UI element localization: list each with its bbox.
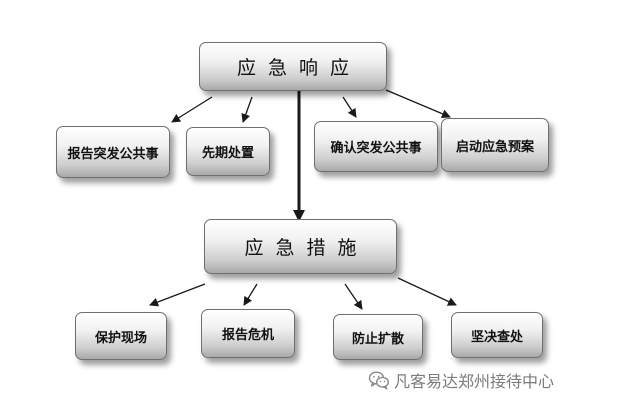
response-step-label: 确认突发公共事: [330, 141, 422, 156]
watermark: 凡客易达郑州接待中心: [368, 368, 554, 392]
response-step-label: 启动应急预案: [455, 139, 534, 155]
arrow-to-report-event: [171, 96, 213, 123]
measure-label: 报告危机: [221, 328, 274, 343]
response-step-label: 先期处置: [201, 146, 254, 161]
wechat-icon: [368, 371, 390, 390]
arrow-to-prevent-spread: [344, 283, 363, 310]
measure-prevent-spread: 防止扩散: [333, 314, 423, 360]
emergency-response-box: 应急响应: [199, 42, 387, 91]
response-step-confirm-event: 确认突发公共事: [314, 121, 438, 172]
arrow-to-investigate: [397, 277, 457, 306]
measure-label: 防止扩散: [351, 331, 404, 347]
arrow-to-initial-handling: [241, 96, 253, 123]
emergency-measures-label: 应急措施: [244, 237, 369, 259]
response-step-activate-plan: 启动应急预案: [441, 118, 549, 172]
response-step-report-event: 报告突发公共事: [56, 126, 170, 178]
measure-label: 保护现场: [94, 330, 147, 346]
measure-label: 坚决查处: [470, 329, 523, 345]
arrow-to-activate-plan: [385, 89, 451, 119]
arrow-to-confirm-event: [342, 96, 357, 118]
measure-investigate: 坚决查处: [451, 312, 543, 358]
watermark-text: 凡客易达郑州接待中心: [394, 372, 555, 391]
emergency-response-label: 应急响应: [236, 57, 361, 79]
response-step-initial-handling: 先期处置: [186, 127, 270, 176]
arrow-to-report-crisis: [243, 283, 258, 306]
measure-protect-scene: 保护现场: [75, 312, 167, 360]
arrow-to-protect-scene: [149, 283, 206, 307]
response-step-label: 报告突发公共事: [67, 146, 159, 162]
emergency-measures-box: 应急措施: [204, 219, 397, 274]
measure-report-crisis: 报告危机: [201, 309, 295, 358]
